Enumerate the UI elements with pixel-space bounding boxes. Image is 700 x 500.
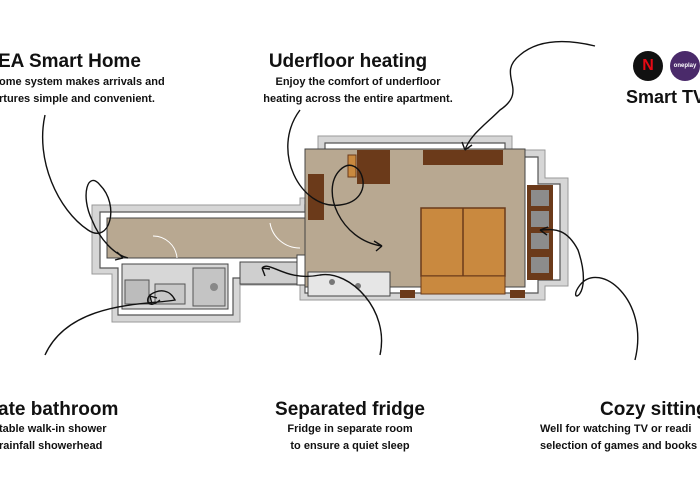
underfloor-title: Uderfloor heating [268, 51, 428, 72]
hob-icon [329, 279, 335, 285]
bathroom-line-2: rainfall showerhead [0, 440, 103, 452]
door-arc [269, 222, 301, 249]
hallway-floor [106, 217, 306, 259]
nightstand [510, 290, 525, 298]
fridge-line-1: Fridge in separate room [287, 423, 413, 435]
bed-footboard [420, 275, 506, 295]
partition-wall [296, 254, 306, 286]
sitting-desc: Well for watching TV or readi selection … [540, 421, 697, 455]
kitchen-counter [307, 271, 391, 297]
oneplay-logo-text: oneplay [673, 63, 697, 69]
toilet-area [192, 267, 226, 307]
bathroom-desc: table walk-in shower rainfall showerhead [0, 421, 107, 455]
cushion [531, 190, 549, 206]
smart-home-title: EA Smart Home [0, 51, 141, 72]
underfloor-line-2: heating across the entire apartment. [263, 93, 453, 105]
netflix-logo-icon: N [633, 51, 663, 81]
cushion [531, 257, 549, 273]
fridge-line-2: to ensure a quiet sleep [290, 440, 410, 452]
shower [124, 279, 150, 305]
bathroom-title: ate bathroom [0, 399, 119, 420]
smart-home-desc: ome system makes arrivals and rtures sim… [0, 74, 165, 108]
sitting-title: Cozy sitting [600, 399, 700, 420]
fridge-desc: Fridge in separate room to ensure a quie… [250, 421, 450, 455]
smart-home-line-2: rtures simple and convenient. [0, 93, 155, 105]
smart-home-line-1: ome system makes arrivals and [0, 76, 165, 88]
fridge-room [239, 261, 299, 285]
oneplay-logo-icon: oneplay [670, 51, 700, 81]
bathroom-line-1: table walk-in shower [0, 423, 107, 435]
underfloor-desc: Enjoy the comfort of underfloor heating … [238, 74, 478, 108]
smart-tv-title: Smart TV [626, 87, 700, 107]
nightstand [400, 290, 415, 298]
annotation-arrows [41, 40, 639, 361]
tv-stand [423, 150, 503, 165]
drain-icon [210, 283, 218, 291]
underfloor-line-1: Enjoy the comfort of underfloor [275, 76, 441, 88]
door-arc [152, 235, 178, 259]
wardrobe [308, 174, 324, 220]
sitting-line-2: selection of games and books [540, 440, 698, 452]
sitting-line-1: Well for watching TV or readi [540, 423, 692, 435]
table [357, 150, 390, 184]
fridge-title: Separated fridge [275, 399, 425, 420]
cushion [531, 211, 549, 227]
cushion [531, 233, 549, 249]
